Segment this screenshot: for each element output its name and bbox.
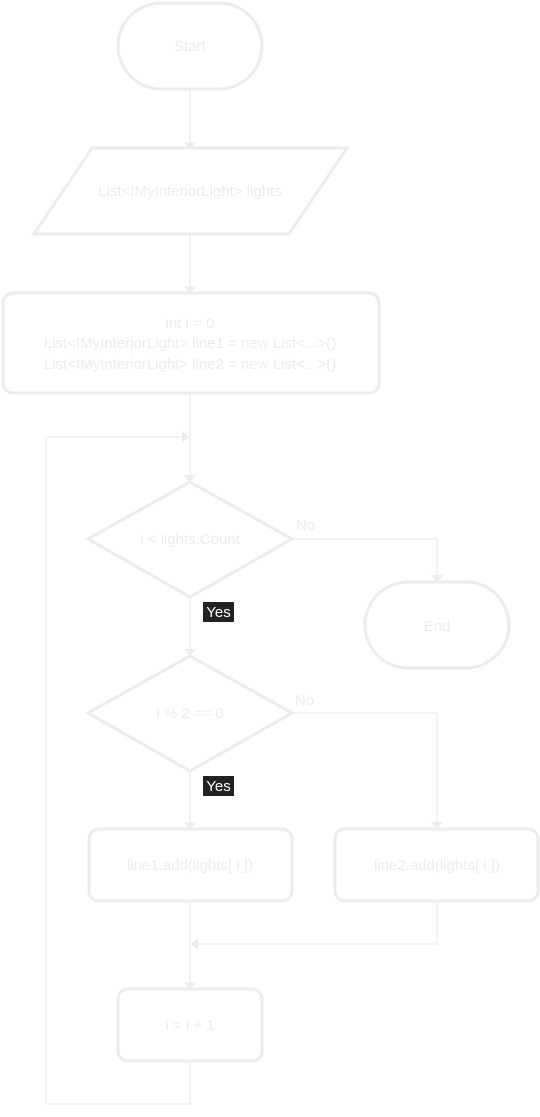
arrow-head (182, 431, 189, 443)
loop-no-label: No (296, 517, 315, 534)
edges (45, 89, 443, 1105)
start-node: Start (116, 1, 264, 91)
arrow-head (191, 938, 198, 950)
edge-add-line2-to-merge (198, 901, 438, 945)
add-line2-node: line2.add(lights[ i ]) (333, 827, 540, 903)
input-node: List<IMyInteriorLight> lights (31, 146, 350, 236)
arrow-head (431, 575, 443, 582)
init-label-line-2: List<IMyInteriorLight> line1 = new List<… (44, 335, 336, 352)
arrow-head (431, 822, 443, 829)
arrow-head (184, 286, 196, 293)
arrow-head (184, 982, 196, 989)
loop-yes-label-background (203, 602, 234, 622)
arrow-head (184, 649, 196, 656)
loop-condition-label: i < lights.Count (140, 531, 240, 548)
loop-condition-node: i < lights.Count (84, 480, 296, 599)
parity-no-label: No (295, 692, 314, 709)
edge-increment-loop-back (45, 436, 191, 1105)
add-line1-node: line1.add(lights[ i ]) (87, 827, 294, 903)
arrow-head (184, 822, 196, 829)
parity-yes-label-background (203, 776, 234, 796)
parity-condition-label: i % 2 == 0 (156, 705, 224, 722)
arrow-head (184, 475, 196, 482)
edge-parity-no-to-add-line2 (292, 712, 438, 822)
start-label: Start (174, 38, 207, 55)
end-node: End (363, 580, 511, 670)
add-line2-label: line2.add(lights[ i ]) (374, 857, 500, 874)
parity-yes-label: Yes (206, 778, 230, 795)
add-line1-label: line1.add(lights[ i ]) (127, 857, 253, 874)
arrow-head (184, 142, 196, 149)
init-label-line-3: List<IMyInteriorLight> line2 = new List<… (44, 356, 336, 373)
edge-loop-no-to-end (292, 538, 438, 575)
input-label: List<IMyInteriorLight> lights (98, 183, 281, 200)
init-label-line-1: int i = 0 (166, 315, 215, 332)
init-node: int i = 0 List<IMyInteriorLight> line1 =… (1, 291, 381, 395)
increment-label: i = i + 1 (165, 1017, 214, 1034)
parity-condition-node: i % 2 == 0 (84, 654, 296, 773)
increment-node: i = i + 1 (116, 987, 264, 1063)
loop-yes-label: Yes (206, 604, 230, 621)
end-label: End (424, 618, 451, 635)
